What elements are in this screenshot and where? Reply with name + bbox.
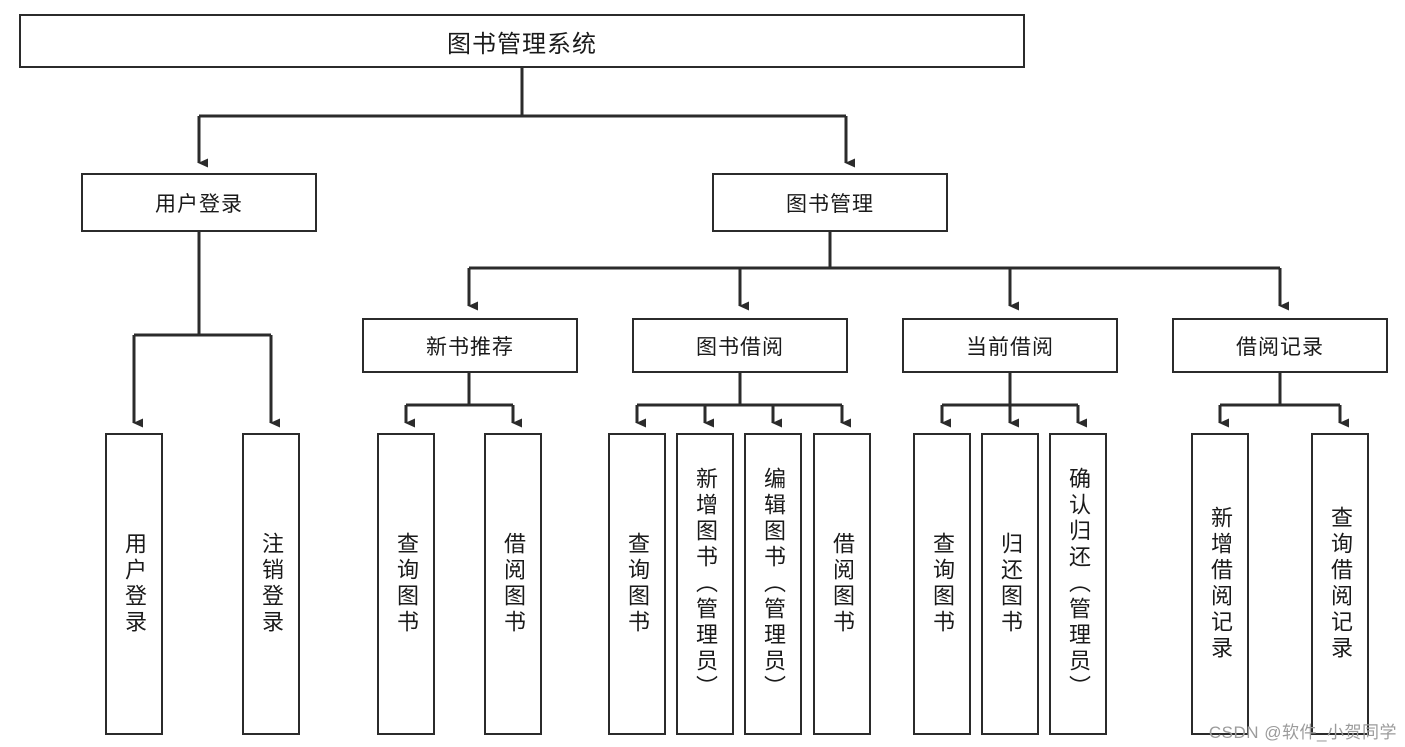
node-book-manage-label: 图书管理 [786,192,874,216]
node-book-borrow[interactable]: 图书借阅 [632,318,848,373]
node-borrow-record-label: 借阅记录 [1236,335,1324,359]
node-root[interactable]: 图书管理系统 [19,14,1025,68]
node-leaf-user-login[interactable]: 用户登录 [105,433,163,735]
node-root-label: 图书管理系统 [447,30,597,58]
node-leaf-add-book[interactable]: 新增图书（管理员） [676,433,734,735]
node-leaf-query-book-1[interactable]: 查询图书 [377,433,435,735]
node-leaf-user-login-label: 用户登录 [122,532,147,636]
node-new-book-rec-label: 新书推荐 [426,335,514,359]
node-leaf-borrow-book-2[interactable]: 借阅图书 [813,433,871,735]
node-current-borrow-label: 当前借阅 [966,335,1054,359]
node-leaf-query-record[interactable]: 查询借阅记录 [1311,433,1369,735]
node-leaf-add-book-label: 新增图书（管理员） [693,467,718,701]
node-leaf-borrow-book-2-label: 借阅图书 [830,532,855,636]
node-leaf-query-record-label: 查询借阅记录 [1328,506,1353,662]
node-leaf-edit-book-label: 编辑图书（管理员） [761,467,786,701]
node-current-borrow[interactable]: 当前借阅 [902,318,1118,373]
node-leaf-logout-label: 注销登录 [259,532,284,636]
node-book-manage[interactable]: 图书管理 [712,173,948,232]
node-leaf-query-book-2-label: 查询图书 [625,532,650,636]
node-leaf-edit-book[interactable]: 编辑图书（管理员） [744,433,802,735]
node-leaf-return-book[interactable]: 归还图书 [981,433,1039,735]
node-book-borrow-label: 图书借阅 [696,335,784,359]
node-leaf-confirm-return-label: 确认归还（管理员） [1066,467,1091,701]
node-leaf-query-book-3[interactable]: 查询图书 [913,433,971,735]
node-leaf-borrow-book-1[interactable]: 借阅图书 [484,433,542,735]
node-leaf-query-book-1-label: 查询图书 [394,532,419,636]
node-leaf-query-book-2[interactable]: 查询图书 [608,433,666,735]
node-leaf-logout[interactable]: 注销登录 [242,433,300,735]
node-user-login[interactable]: 用户登录 [81,173,317,232]
watermark: CSDN @软件_小贺同学 [1208,723,1397,742]
node-user-login-label: 用户登录 [155,192,243,216]
node-leaf-add-record[interactable]: 新增借阅记录 [1191,433,1249,735]
node-leaf-return-book-label: 归还图书 [998,532,1023,636]
node-new-book-rec[interactable]: 新书推荐 [362,318,578,373]
node-leaf-confirm-return[interactable]: 确认归还（管理员） [1049,433,1107,735]
node-leaf-add-record-label: 新增借阅记录 [1208,506,1233,662]
node-borrow-record[interactable]: 借阅记录 [1172,318,1388,373]
node-leaf-query-book-3-label: 查询图书 [930,532,955,636]
node-leaf-borrow-book-1-label: 借阅图书 [501,532,526,636]
